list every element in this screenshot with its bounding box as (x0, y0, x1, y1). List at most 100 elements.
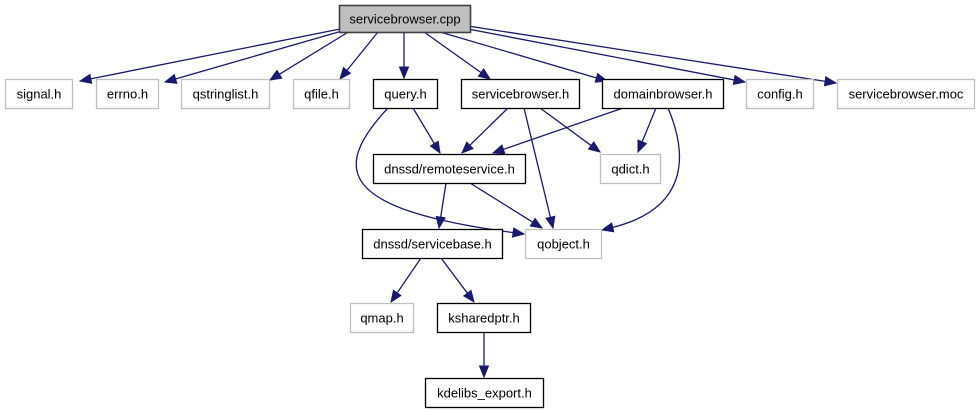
arrowhead-icon (600, 222, 615, 233)
node-label: qfile.h (304, 87, 339, 102)
node-box (601, 78, 725, 110)
node-box (338, 4, 472, 34)
node-box (372, 153, 527, 185)
arrowhead-icon (462, 289, 475, 304)
edge-line (412, 107, 436, 146)
edge-remoteservice-h-to-servicebase-h (435, 182, 447, 230)
node-label: qdict.h (611, 162, 649, 177)
arrowhead-icon (587, 140, 602, 153)
edge-servicebrowser-h-to-qdict-h (539, 107, 602, 153)
node-qstringlist-h: qstringlist.h (180, 78, 271, 110)
arrowhead-icon (435, 215, 446, 230)
arrowhead-icon (491, 144, 506, 155)
node-label: qobject.h (537, 237, 590, 252)
arrowhead-icon (545, 215, 556, 230)
edge-servicebrowser-h-to-remoteservice-h (461, 107, 509, 154)
node-box (424, 377, 545, 409)
edge-line (439, 31, 599, 80)
edge-line (501, 107, 624, 151)
edge-servicebrowser-cpp-to-servicebrowser-moc (467, 25, 838, 87)
node-servicebrowser-moc: servicebrowser.moc (836, 78, 976, 110)
arrowhead-icon (163, 73, 178, 84)
edge-servicebase-h-to-qmap-h (390, 257, 422, 304)
edge-line (467, 107, 509, 148)
edge-line (355, 107, 516, 234)
node-servicebase-h[interactable]: dnssd/servicebase.h (361, 228, 504, 260)
node-label: servicebrowser.cpp (349, 12, 460, 27)
node-ksharedptr-h[interactable]: ksharedptr.h (436, 302, 532, 334)
node-qfile-h: qfile.h (292, 78, 351, 110)
edge-servicebrowser-cpp-to-errno-h (163, 30, 343, 84)
arrowhead-icon (398, 66, 410, 80)
edge-line (423, 31, 484, 75)
node-label: config.h (757, 87, 803, 102)
edge-servicebrowser-cpp-to-qfile-h (339, 31, 379, 81)
node-box (524, 228, 603, 260)
edge-line (277, 30, 351, 76)
node-label: qmap.h (360, 311, 403, 326)
node-box (4, 78, 74, 110)
node-signal-h: signal.h (4, 78, 74, 110)
edge-servicebrowser-h-to-qobject-h (523, 107, 556, 230)
node-label: errno.h (107, 87, 148, 102)
node-label: ksharedptr.h (448, 311, 520, 326)
edge-servicebase-h-to-ksharedptr-h (440, 257, 475, 304)
node-box (745, 78, 815, 110)
edge-line (440, 257, 470, 296)
node-label: qstringlist.h (193, 87, 259, 102)
arrowhead-icon (511, 227, 526, 238)
node-box (361, 228, 504, 260)
edge-remoteservice-h-to-qobject-h (469, 182, 544, 229)
edge-line (88, 28, 341, 80)
edges-layer (78, 25, 838, 379)
arrowhead-icon (637, 139, 648, 154)
node-remoteservice-h[interactable]: dnssd/remoteservice.h (372, 153, 527, 185)
edge-line (469, 182, 535, 224)
node-box (436, 302, 532, 334)
edge-domainbrowser-h-to-qobject-h (600, 107, 680, 233)
node-query-h[interactable]: query.h (372, 78, 439, 110)
node-label: query.h (384, 87, 426, 102)
edge-domainbrowser-h-to-qdict-h (637, 107, 657, 154)
arrowhead-icon (732, 74, 747, 85)
arrowhead-icon (339, 66, 352, 81)
arrowhead-icon (78, 73, 93, 84)
node-box (599, 153, 662, 185)
node-domainbrowser-h[interactable]: domainbrowser.h (601, 78, 725, 110)
node-servicebrowser-cpp: servicebrowser.cpp (338, 4, 472, 34)
arrowhead-icon (823, 76, 838, 87)
node-label: dnssd/remoteservice.h (384, 162, 515, 177)
node-box (460, 78, 581, 110)
node-box (349, 302, 415, 334)
node-config-h: config.h (745, 78, 815, 110)
node-label: domainbrowser.h (614, 87, 713, 102)
edge-servicebrowser-cpp-to-config-h (467, 28, 747, 85)
edge-servicebrowser-cpp-to-servicebrowser-h (423, 31, 492, 80)
edge-line (345, 31, 379, 73)
node-errno-h: errno.h (95, 78, 160, 110)
nodes-layer: servicebrowser.cpp signal.h errno.h qstring… (4, 4, 976, 409)
edge-line (467, 28, 737, 81)
edge-line (523, 107, 552, 220)
arrowhead-icon (529, 217, 544, 229)
node-servicebrowser-h[interactable]: servicebrowser.h (460, 78, 581, 110)
edge-line (395, 257, 422, 295)
arrowhead-icon (478, 365, 490, 379)
edge-query-h-to-remoteservice-h (412, 107, 441, 155)
node-box (836, 78, 976, 110)
edge-line (467, 25, 828, 83)
node-kdelibs-export-h[interactable]: kdelibs_export.h (424, 377, 545, 409)
edge-line (610, 107, 680, 229)
node-label: servicebrowser.h (472, 87, 570, 102)
edge-line (640, 107, 657, 144)
arrowhead-icon (429, 140, 441, 155)
edge-query-h-to-qobject-h (355, 107, 526, 238)
node-box (95, 78, 160, 110)
edge-servicebrowser-cpp-to-query-h (398, 32, 410, 80)
node-box (292, 78, 351, 110)
arrowhead-icon (461, 141, 474, 154)
edge-line (173, 30, 343, 81)
node-label: dnssd/servicebase.h (373, 237, 492, 252)
